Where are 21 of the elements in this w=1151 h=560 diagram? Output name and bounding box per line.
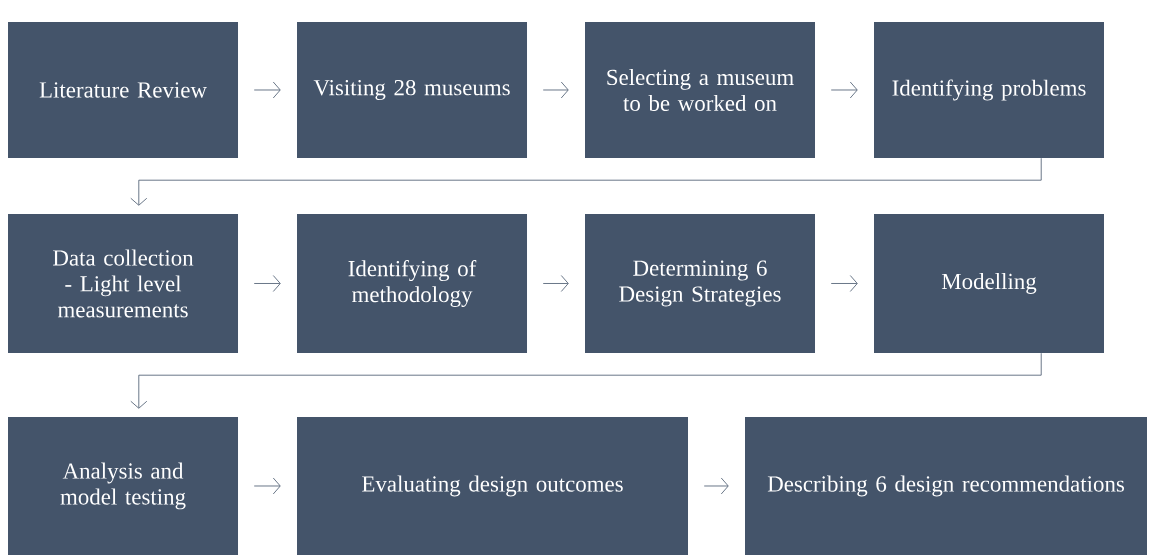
process-box: Modelling [874, 214, 1104, 353]
arrow [830, 81, 858, 99]
process-box: Literature Review [8, 22, 238, 158]
process-box: Evaluating design outcomes [297, 417, 688, 555]
process-box: Selecting a museum to be worked on [585, 22, 815, 158]
arrow [830, 275, 858, 292]
arrow [703, 477, 729, 495]
process-box: Determining 6 Design Strategies [585, 214, 815, 353]
arrow [253, 81, 281, 99]
arrow [253, 275, 281, 292]
arrow [253, 477, 281, 495]
arrow [542, 275, 569, 292]
process-box: Identifying of methodology [297, 214, 527, 353]
arrow [130, 157, 1042, 206]
arrow [542, 81, 569, 99]
process-box: Data collection - Light level measurements [8, 214, 238, 353]
process-box: Describing 6 design recommendations [745, 417, 1147, 555]
arrow [130, 352, 1042, 409]
process-box: Identifying problems [874, 22, 1104, 158]
process-box: Visiting 28 museums [297, 22, 527, 158]
process-box: Analysis and model testing [8, 417, 238, 555]
